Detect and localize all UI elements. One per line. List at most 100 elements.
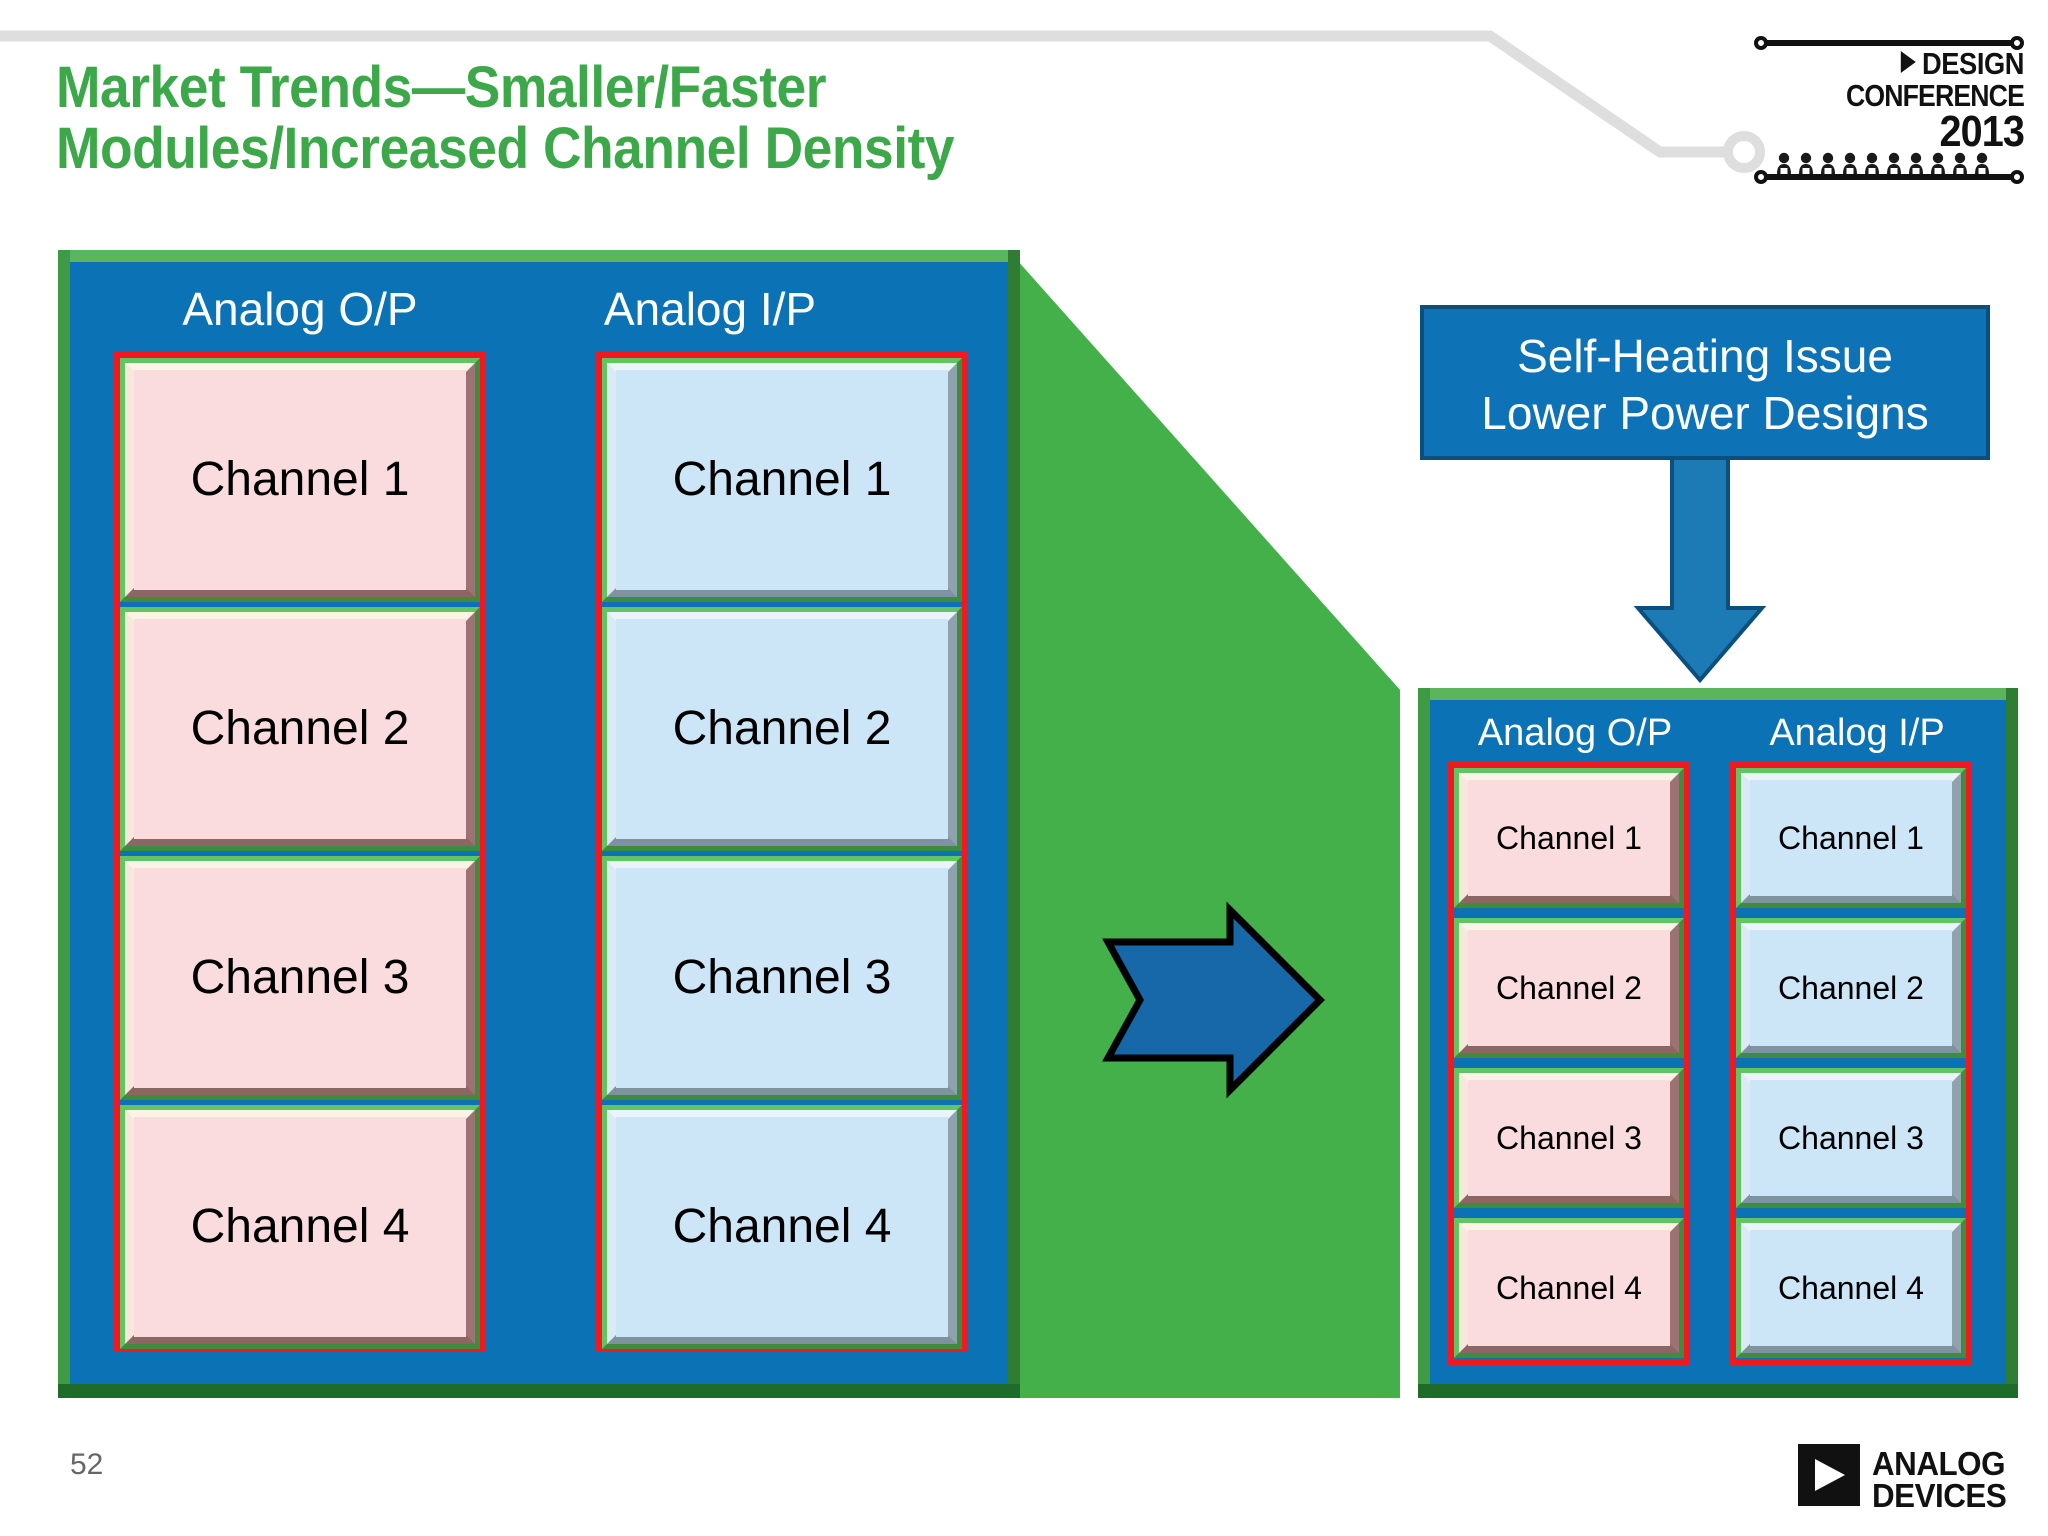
chip-right-op-channel-3[interactable]: Channel 3 — [1454, 1068, 1684, 1208]
page-number: 52 — [70, 1448, 104, 1481]
chip-label: Channel 2 — [1496, 970, 1642, 1006]
chip-face — [134, 868, 466, 1088]
logo-dot-top-right — [2010, 36, 2024, 50]
module-frame-top — [1418, 688, 2018, 700]
chip-face — [134, 1117, 466, 1337]
chip-face — [1468, 930, 1670, 1046]
chip-right-op-channel-4[interactable]: Channel 4 — [1454, 1218, 1684, 1358]
logo-rule-bottom — [1760, 174, 2018, 180]
chip-bevel — [1741, 1073, 1961, 1203]
adi-triangle-icon — [1815, 1459, 1845, 1491]
chip-face — [134, 619, 466, 839]
page-title: Market Trends—Smaller/Faster Modules/Inc… — [56, 55, 955, 181]
chip-border — [1454, 1218, 1684, 1358]
chip-face — [1468, 1230, 1670, 1346]
self-heating-callout: Self-Heating Issue Lower Power Designs — [1420, 305, 1990, 460]
logo-rule-top — [1760, 40, 2018, 46]
chip-bevel — [607, 612, 957, 846]
chip-bevel — [607, 861, 957, 1095]
chip-bevel — [1459, 1073, 1679, 1203]
right-module-panel: Analog O/P Analog I/P Channel 1 Channel … — [1418, 688, 2018, 1398]
chip-label: Channel 1 — [190, 453, 410, 506]
chip-left-op-channel-3[interactable]: Channel 3 — [120, 856, 480, 1100]
chip-border — [1736, 1068, 1966, 1208]
module-body: Analog O/P Analog I/P Channel 1 Channel … — [1430, 700, 2006, 1384]
module-frame-bottom — [58, 1384, 1020, 1398]
chip-bevel — [125, 1110, 475, 1344]
chip-label: Channel 1 — [672, 453, 892, 506]
chip-face — [616, 370, 948, 590]
chip-right-ip-channel-1[interactable]: Channel 1 — [1736, 768, 1966, 908]
chip-bevel — [1741, 923, 1961, 1053]
chip-left-ip-channel-4[interactable]: Channel 4 — [602, 1105, 962, 1349]
chip-bevel — [1741, 773, 1961, 903]
chip-face — [1468, 1080, 1670, 1196]
chip-border — [120, 607, 480, 851]
chip-right-ip-channel-4[interactable]: Channel 4 — [1736, 1218, 1966, 1358]
left-module-label-analog-ip: Analog I/P — [603, 283, 817, 335]
module-frame-right — [2006, 688, 2018, 1398]
left-module-group-analog-op — [114, 352, 486, 1352]
chip-left-ip-channel-1[interactable]: Channel 1 — [602, 358, 962, 602]
chip-right-ip-channel-3[interactable]: Channel 3 — [1736, 1068, 1966, 1208]
chip-face — [1750, 780, 1952, 896]
audience-figures-icon — [1777, 152, 1989, 174]
chip-border — [120, 358, 480, 602]
chip-border — [1454, 1068, 1684, 1208]
logo-dot-bottom-left — [1754, 170, 1768, 184]
chip-left-op-channel-1[interactable]: Channel 1 — [120, 358, 480, 602]
chip-left-ip-channel-3[interactable]: Channel 3 — [602, 856, 962, 1100]
chip-right-op-channel-2[interactable]: Channel 2 — [1454, 918, 1684, 1058]
logo-line-design: DESIGN — [1786, 48, 2024, 79]
chip-label: Channel 3 — [1496, 1120, 1642, 1156]
chip-bevel — [607, 1110, 957, 1344]
chip-border — [120, 856, 480, 1100]
module-frame-left — [58, 250, 70, 1398]
left-module-group-analog-ip — [596, 352, 968, 1352]
chip-border — [120, 1105, 480, 1349]
chip-bevel — [607, 363, 957, 597]
chip-label: Channel 2 — [672, 702, 892, 755]
chip-face — [1468, 780, 1670, 896]
right-module-group-analog-op — [1448, 762, 1690, 1366]
logo-year: 2013 — [1939, 107, 2024, 156]
logo-dot-top-left — [1754, 36, 1768, 50]
chip-border — [1736, 918, 1966, 1058]
chip-border — [602, 358, 962, 602]
chip-bevel — [125, 363, 475, 597]
chip-right-ip-channel-2[interactable]: Channel 2 — [1736, 918, 1966, 1058]
adi-mark-icon — [1798, 1444, 1860, 1506]
right-module-group-analog-ip — [1730, 762, 1972, 1366]
chip-right-op-channel-1[interactable]: Channel 1 — [1454, 768, 1684, 908]
chip-border — [602, 856, 962, 1100]
design-conference-2013-logo: DESIGN CONFERENCE 2013 — [1754, 26, 2025, 184]
down-arrow-icon — [1633, 458, 1767, 684]
chip-left-ip-channel-2[interactable]: Channel 2 — [602, 607, 962, 851]
chip-label: Channel 1 — [1496, 820, 1642, 856]
chip-left-op-channel-4[interactable]: Channel 4 — [120, 1105, 480, 1349]
chip-label: Channel 3 — [672, 951, 892, 1004]
chip-label: Channel 2 — [190, 702, 410, 755]
chip-border — [1736, 768, 1966, 908]
module-frame-left — [1418, 688, 1430, 1398]
chip-label: Channel 2 — [1778, 970, 1924, 1006]
chip-border — [602, 607, 962, 851]
chip-label: Channel 3 — [1778, 1120, 1924, 1156]
chip-left-op-channel-2[interactable]: Channel 2 — [120, 607, 480, 851]
left-module-label-analog-op: Analog O/P — [182, 283, 418, 335]
chip-label: Channel 4 — [190, 1200, 410, 1253]
play-triangle-icon — [1900, 51, 1916, 73]
logo-dot-bottom-right — [2010, 170, 2024, 184]
chip-bevel — [125, 861, 475, 1095]
chip-label: Channel 4 — [1778, 1270, 1924, 1306]
chip-bevel — [1459, 1223, 1679, 1353]
chip-border — [1454, 768, 1684, 908]
chip-face — [1750, 1230, 1952, 1346]
right-module-label-analog-ip: Analog I/P — [1769, 712, 1945, 754]
chip-label: Channel 4 — [1496, 1270, 1642, 1306]
chip-label: Channel 3 — [190, 951, 410, 1004]
right-module-label-analog-op: Analog O/P — [1477, 712, 1673, 754]
chip-bevel — [125, 612, 475, 846]
chip-label: Channel 4 — [672, 1200, 892, 1253]
chip-face — [616, 619, 948, 839]
